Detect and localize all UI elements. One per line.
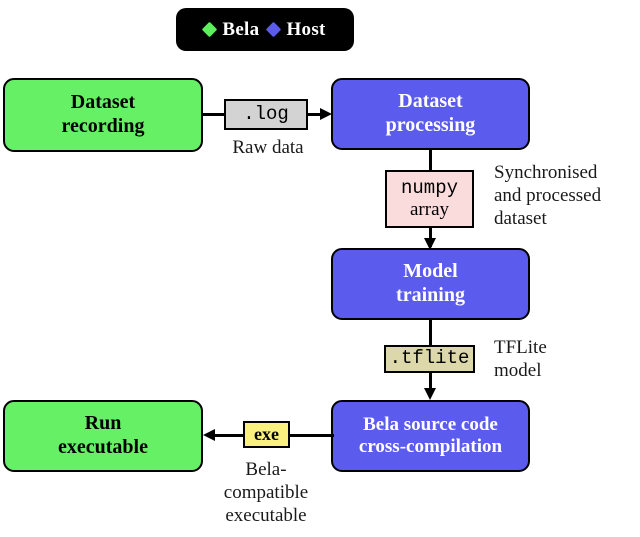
artifact-numpy-array-line2: array (409, 199, 450, 220)
legend: Bela Host (176, 8, 354, 51)
artifact-tflite-model: .tflite (384, 345, 475, 373)
node-cross-compilation-line1: Bela source code (363, 413, 498, 435)
node-dataset-recording: Dataset recording (3, 78, 203, 152)
caption-exe-line2: compatible (223, 482, 309, 504)
legend-item-host: Host (266, 19, 326, 40)
caption-synchronised-line2: and processed (494, 185, 602, 207)
node-dataset-recording-line2: recording (61, 115, 145, 137)
artifact-numpy-array-line1: numpy (400, 176, 458, 199)
edge-crosscompile-to-exe (288, 434, 334, 437)
node-model-training-line2: training (396, 284, 465, 306)
edge-training-to-tflite (429, 319, 432, 347)
caption-raw-data: Raw data (214, 136, 322, 159)
arrowhead-to-cross-compilation (424, 388, 436, 400)
diamond-marker-icon (266, 21, 282, 38)
caption-exe-line1: Bela- (245, 459, 287, 480)
node-run-executable-line2: executable (58, 436, 148, 458)
edge-numpy-to-training (429, 227, 432, 247)
artifact-exe-file: exe (243, 421, 290, 448)
arrowhead-to-run-executable (203, 429, 215, 441)
legend-label-bela: Bela (222, 19, 260, 40)
arrowhead-to-dataset-processing (320, 108, 332, 120)
artifact-log-file-label: .log (243, 102, 289, 125)
node-model-training: Model training (331, 248, 530, 320)
node-model-training-line1: Model (403, 260, 458, 283)
node-run-executable-line1: Run (84, 412, 122, 435)
edge-exe-to-run-executable (213, 434, 245, 437)
artifact-log-file: .log (224, 99, 308, 130)
edge-tflite-to-crosscompile (429, 372, 432, 392)
caption-synchronised-line3: dataset (494, 208, 547, 230)
edge-recording-to-log (203, 113, 227, 116)
artifact-exe-file-label: exe (254, 424, 279, 445)
caption-tflite-line2: model (494, 360, 542, 382)
node-run-executable: Run executable (3, 400, 203, 472)
artifact-tflite-model-label: .tflite (389, 347, 470, 370)
node-cross-compilation-line2: cross-compilation (358, 436, 503, 457)
node-dataset-recording-line1: Dataset (70, 91, 136, 114)
caption-tflite-model: TFLite model (494, 336, 547, 382)
legend-label-host: Host (286, 19, 326, 40)
caption-raw-data-text: Raw data (232, 137, 304, 158)
caption-synchronised-line1: Synchronised (494, 162, 598, 183)
node-bela-source-code-cross-compilation: Bela source code cross-compilation (331, 400, 530, 472)
node-dataset-processing-line2: processing (385, 114, 476, 136)
edge-processing-to-numpy (429, 150, 432, 172)
node-dataset-processing: Dataset processing (331, 78, 530, 150)
caption-exe-line3: executable (225, 505, 307, 527)
arrowhead-to-model-training (424, 238, 436, 250)
diamond-marker-icon (202, 21, 218, 38)
node-dataset-processing-line1: Dataset (398, 90, 463, 113)
artifact-numpy-array: numpy array (385, 170, 474, 228)
edge-log-to-processing (307, 113, 324, 116)
caption-bela-compatible-executable: Bela- compatible executable (196, 458, 336, 528)
caption-synchronised-dataset: Synchronised and processed dataset (494, 161, 601, 231)
caption-tflite-line1: TFLite (494, 337, 547, 358)
legend-item-bela: Bela (202, 19, 260, 40)
